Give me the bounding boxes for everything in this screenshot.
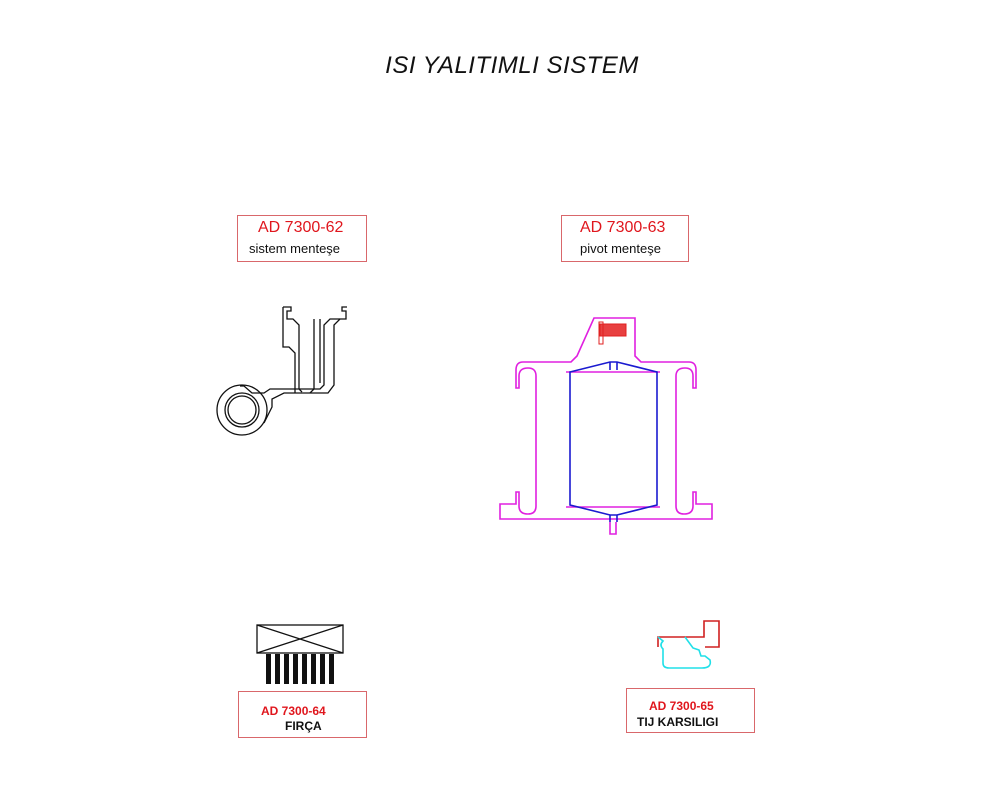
part-label-63: AD 7300-63 pivot menteşe [561, 215, 689, 262]
part-label-62: AD 7300-62 sistem menteşe [237, 215, 367, 262]
part-name: TIJ KARSILIGI [637, 715, 719, 729]
part-label-64: AD 7300-64 FIRÇA [238, 691, 367, 738]
part-code: AD 7300-62 [258, 219, 344, 236]
part-code: AD 7300-64 [261, 704, 326, 718]
part-label-65: AD 7300-65 TIJ KARSILIGI [626, 688, 755, 733]
part-code: AD 7300-65 [649, 699, 714, 713]
brush-profile-64 [256, 624, 344, 684]
part-name: sistem menteşe [249, 241, 341, 256]
part-code: AD 7300-63 [580, 219, 666, 236]
page-title: ISI YALITIMLI SISTEM [385, 52, 639, 79]
rod-keeper-profile-65 [657, 620, 720, 669]
part-name: FIRÇA [285, 719, 322, 733]
part-name: pivot menteşe [580, 241, 661, 256]
pivot-profile-63 [499, 317, 713, 535]
hinge-profile-62 [216, 306, 347, 436]
